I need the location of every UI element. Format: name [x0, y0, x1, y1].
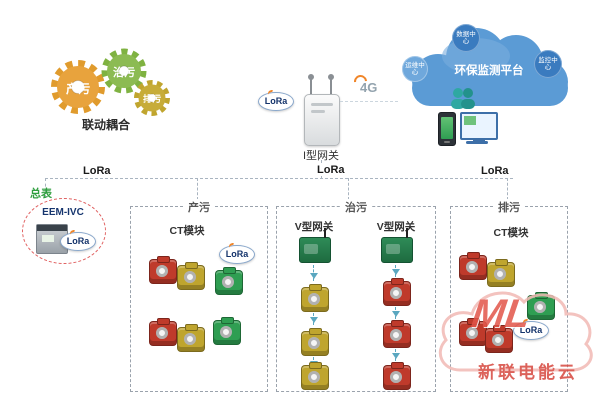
treat-drop-line [348, 178, 349, 200]
ct-module-green [213, 317, 241, 345]
zone-produce: 产污 CT模块 LoRa [130, 199, 268, 392]
gear-discharge-label: 排污 [142, 94, 161, 104]
ct-module-red [149, 256, 177, 284]
zone-treat-label: 治污 [340, 199, 372, 215]
v-gateway-left-device [299, 228, 331, 263]
main-meter-label: 总表 [30, 188, 52, 200]
gear-produce-icon [51, 60, 105, 114]
bus-lora-label-left: LoRa [80, 165, 114, 177]
lora-badge-produce: LoRa [219, 245, 255, 264]
zone-discharge-module-label: CT模块 [493, 227, 529, 239]
cloud-bubble-monitor-center: 监控中心 [534, 50, 562, 78]
down-arrow [391, 307, 400, 319]
cloud-bubble-ops-center: 运维中心 [402, 56, 428, 82]
main-meter-boundary [22, 198, 106, 264]
ct-module-yellow [301, 362, 329, 390]
gateway-antenna-left [308, 74, 314, 96]
gear-treat-label: 治污 [113, 67, 135, 79]
zone-treat: 治污 V型网关 V型网关 [276, 199, 436, 392]
ct-module-red [383, 278, 411, 306]
zone-discharge: 排污 CT模块 LoRa [450, 199, 568, 392]
type1-gateway-device [304, 94, 340, 146]
down-arrow [309, 265, 318, 281]
gateway-antenna-right [328, 74, 334, 96]
zone-discharge-label: 排污 [493, 199, 525, 215]
v-gateway-right-label: V型网关 [376, 221, 416, 233]
ct-module-green [215, 267, 243, 295]
zone-produce-label: 产污 [183, 199, 215, 215]
v-gateway-right-device [381, 228, 413, 263]
ct-module-red [149, 318, 177, 346]
ct-module-red [459, 318, 487, 346]
lora-badge-discharge: LoRa [513, 321, 549, 340]
meter-drop-line [45, 178, 46, 198]
cloud-platform-title: 环保监测平台 [454, 65, 524, 77]
discharge-drop-line [507, 178, 508, 200]
down-arrow [391, 349, 400, 361]
monitor-icon [460, 112, 498, 143]
gear-treat-icon [101, 48, 147, 94]
ct-module-green [527, 292, 555, 320]
main-meter-name: EEM-IVC [42, 207, 84, 218]
zone-produce-module-label: CT模块 [169, 225, 205, 237]
down-arrow [391, 265, 400, 277]
4g-signal-icon: 4G [360, 80, 378, 95]
monitor-base [466, 141, 488, 144]
produce-drop-line [197, 178, 198, 200]
ct-module-yellow [177, 324, 205, 352]
down-arrow [309, 313, 318, 325]
smartphone-icon [438, 112, 456, 146]
v-gateway-left-label: V型网关 [294, 221, 334, 233]
users-icon [451, 88, 475, 109]
lora-badge-meter: LoRa [60, 232, 96, 251]
gear-cluster-caption: 联动耦合 [81, 118, 130, 132]
ct-module-red [383, 320, 411, 348]
lora-bus-line [45, 178, 513, 179]
ct-module-yellow [177, 262, 205, 290]
ct-module-yellow [301, 328, 329, 356]
ct-module-yellow [487, 259, 515, 287]
ct-module-red [383, 362, 411, 390]
gear-produce-label: 产污 [65, 82, 90, 96]
gear-discharge-icon [134, 80, 170, 116]
bus-lora-label-right: LoRa [478, 165, 512, 177]
ct-module-red [485, 325, 513, 353]
ct-module-yellow [301, 284, 329, 312]
bus-lora-label-mid: LoRa [314, 164, 348, 176]
gateway-cloud-link [340, 101, 398, 102]
type1-gateway-label: I型网关 [302, 150, 340, 162]
cloud-bubble-data-center: 数据中心 [452, 24, 480, 52]
ct-module-red [459, 252, 487, 280]
lora-badge-gateway: LoRa [258, 92, 294, 111]
